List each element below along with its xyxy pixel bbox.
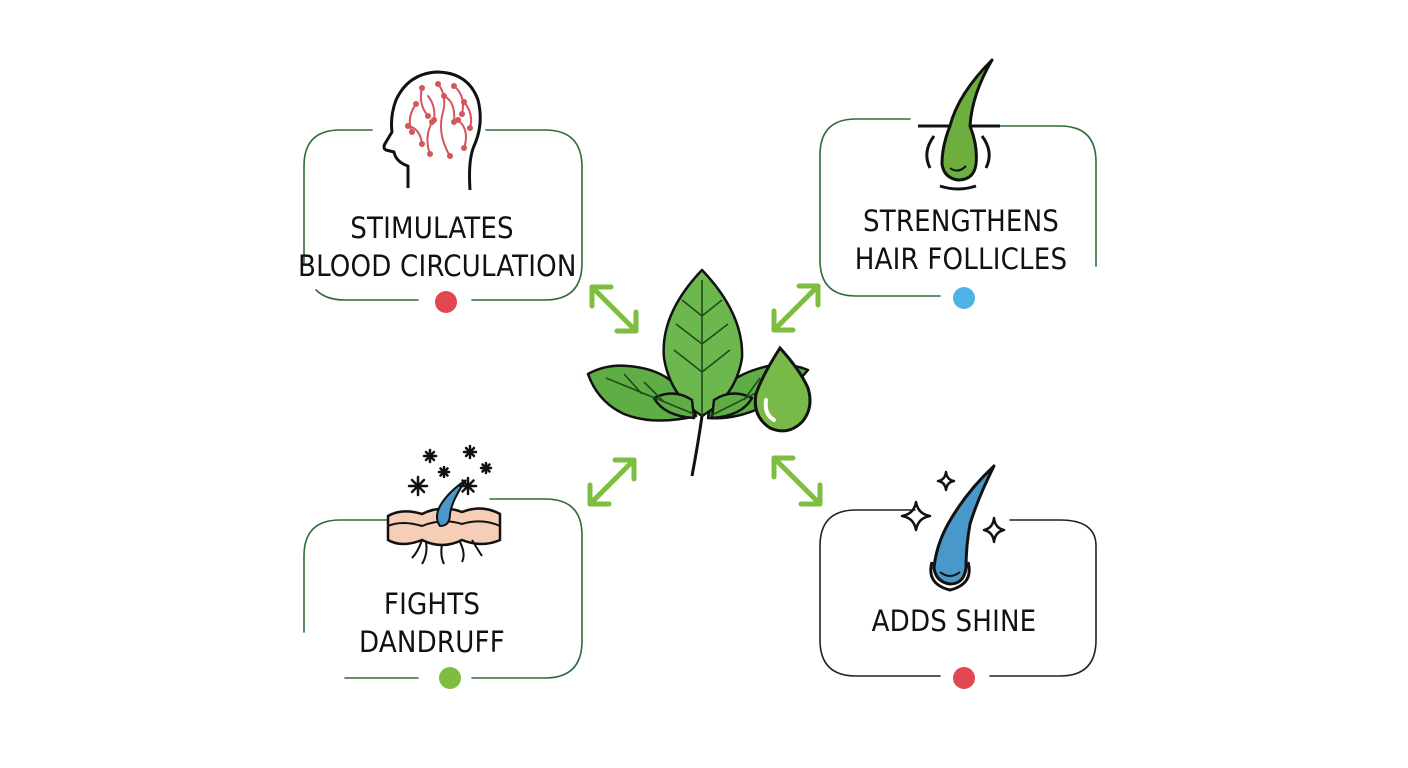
status-dot-fights	[439, 667, 461, 689]
frame-shine	[819, 509, 1097, 677]
benefit-label-stimulates: STIMULATES BLOOD CIRCULATION	[298, 209, 577, 285]
oil-drop-icon	[753, 345, 812, 433]
status-dot-strengthens	[953, 287, 975, 309]
frame-fights	[303, 498, 583, 679]
hair-follicle-icon	[918, 58, 1000, 191]
frame-stimulates	[303, 129, 583, 301]
frame-strengthens	[819, 118, 1097, 297]
status-dot-shine	[953, 667, 975, 689]
benefit-label-strengthens: STRENGTHENS HAIR FOLLICLES	[826, 202, 1096, 278]
status-dot-stimulates	[435, 291, 457, 313]
benefit-line1: STIMULATES	[350, 211, 514, 245]
benefit-line1: STRENGTHENS	[862, 204, 1060, 238]
benefit-line2: BLOOD CIRCULATION	[298, 249, 577, 283]
benefit-line1: ADDS SHINE	[871, 604, 1037, 638]
nettle-leaves-oil-drop-icon	[586, 268, 812, 477]
arrow-top-left	[589, 284, 639, 334]
arrow-bottom-left	[587, 457, 637, 507]
head-circulation-icon	[382, 70, 482, 191]
arrow-top-right	[771, 283, 821, 333]
benefit-line1: FIGHTS	[383, 587, 481, 621]
shiny-hair-icon	[900, 464, 1006, 592]
arrow-bottom-right	[771, 455, 823, 507]
benefit-label-fights: FIGHTS DANDRUFF	[298, 585, 566, 661]
benefit-label-shine: ADDS SHINE	[826, 602, 1082, 640]
benefit-line2: HAIR FOLLICLES	[854, 242, 1068, 276]
scalp-dandruff-icon	[386, 444, 502, 565]
benefit-line2: DANDRUFF	[359, 625, 505, 659]
